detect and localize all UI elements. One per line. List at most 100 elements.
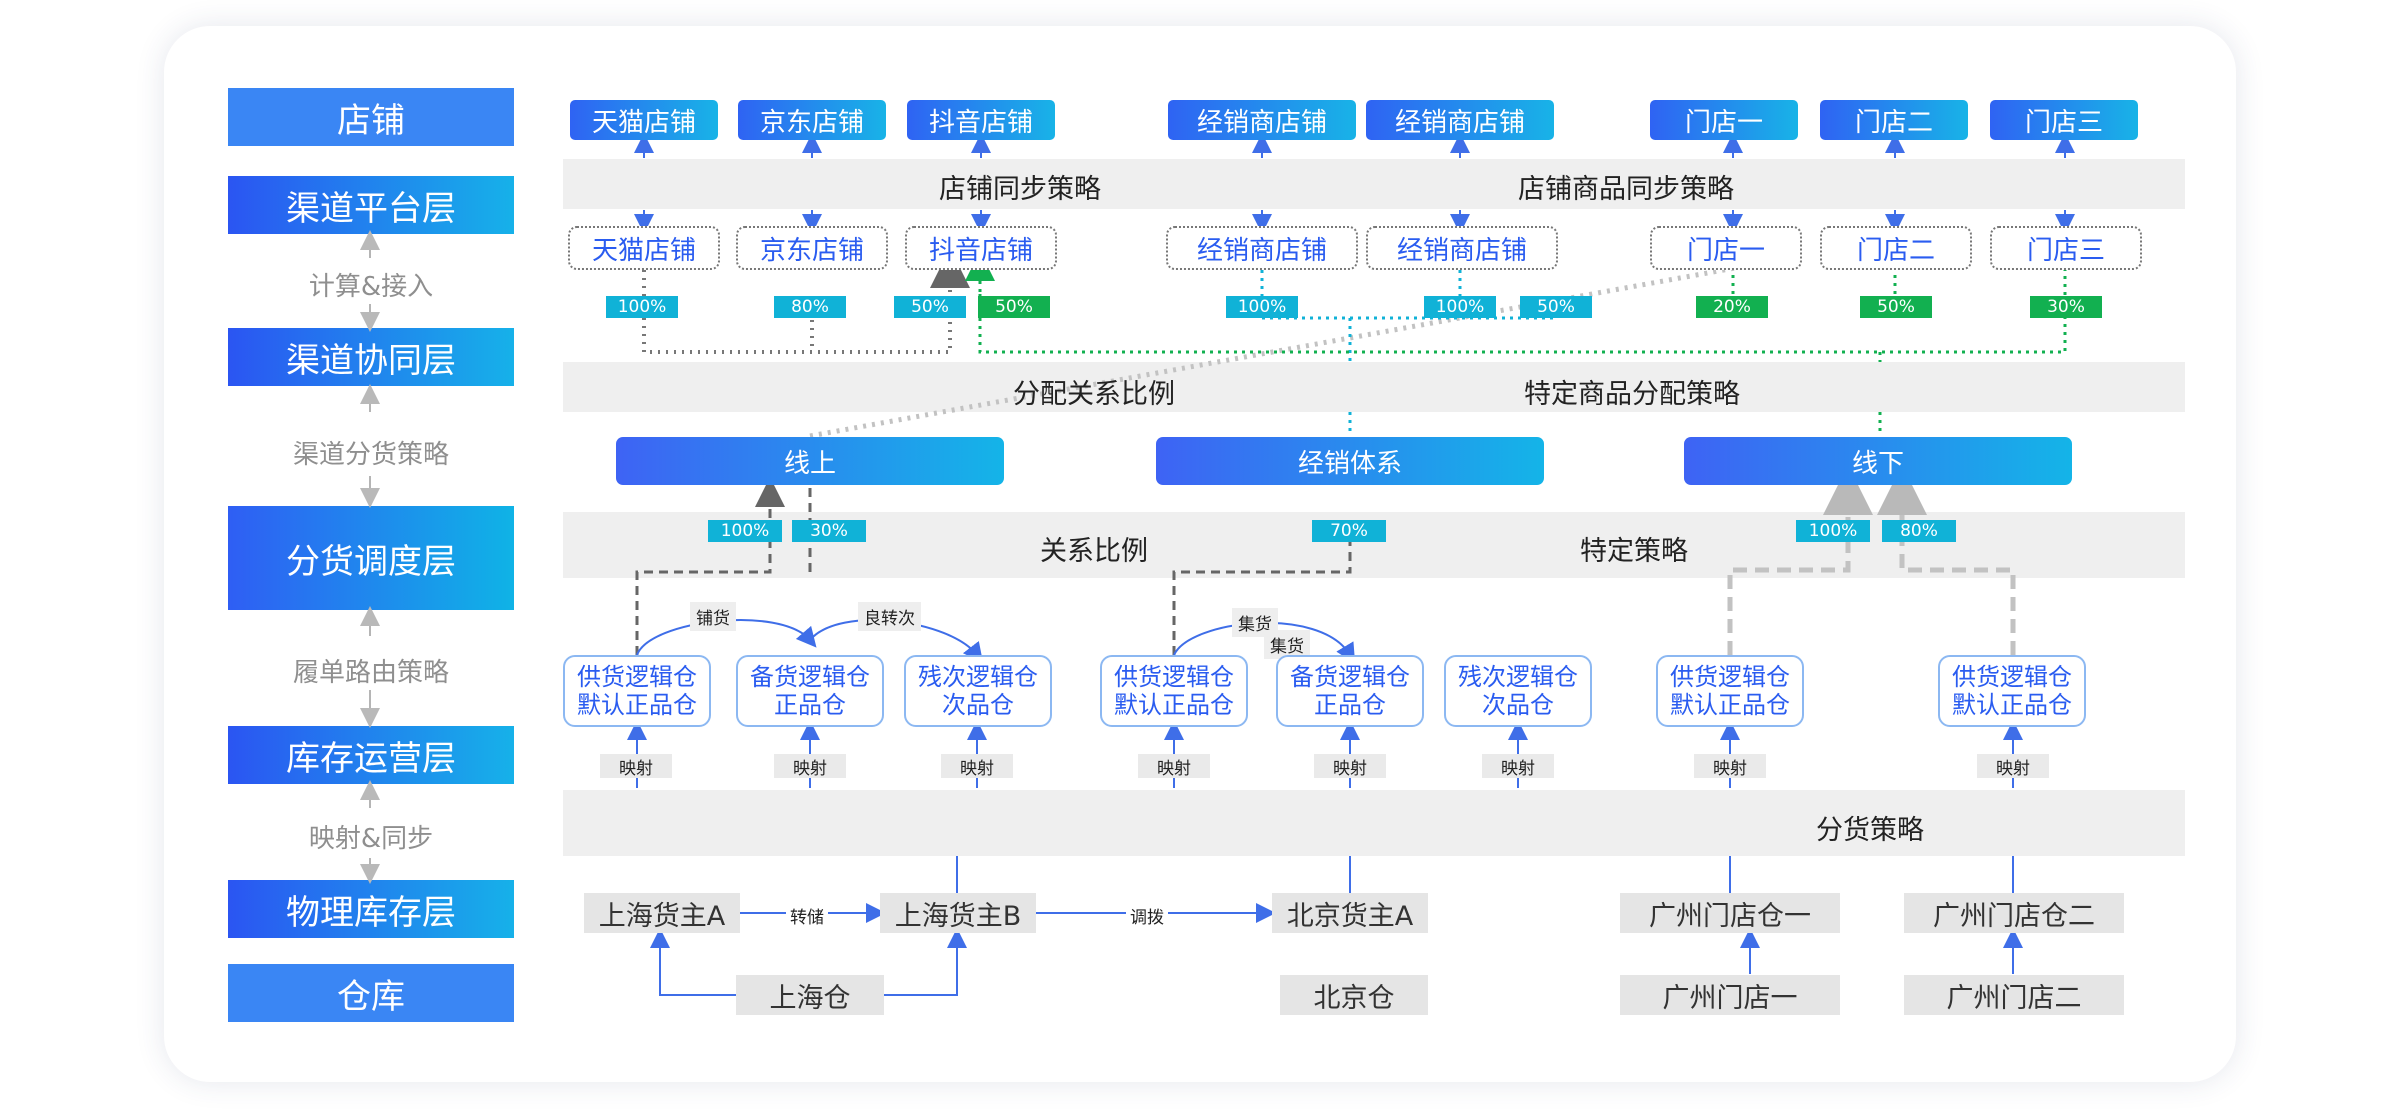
layer-channel-collab: 渠道协同层 <box>228 328 514 386</box>
pct-online-a: 100% <box>708 520 782 542</box>
mapping-label-6: 映射 <box>1482 754 1554 779</box>
top-store-1: 门店一 <box>1650 100 1798 140</box>
platform-store-dealer-2: 经销商店铺 <box>1366 226 1558 270</box>
mapping-label-8: 映射 <box>1977 754 2049 779</box>
platform-store-3: 门店三 <box>1990 226 2142 270</box>
mapping-label-7: 映射 <box>1694 754 1766 779</box>
band-relation-left: 关系比例 <box>1040 536 1148 567</box>
flow-label-allocate: 调拨 <box>1126 903 1168 928</box>
band-relation-right: 特定策略 <box>1580 536 1688 567</box>
pct-offline-a: 100% <box>1796 520 1870 542</box>
pct-dealer-1: 100% <box>1226 296 1298 318</box>
pct-tmall: 100% <box>606 296 678 318</box>
pct-douyin-b: 50% <box>978 296 1050 318</box>
label-map-sync: 映射&同步 <box>308 824 434 854</box>
pct-store-1: 20% <box>1696 296 1768 318</box>
logical-wh-1-line2: 默认正品仓 <box>577 691 697 719</box>
logical-wh-4-line1: 供货逻辑仓 <box>1114 663 1234 691</box>
logical-wh-1: 供货逻辑仓 默认正品仓 <box>563 655 711 727</box>
logical-wh-4-line2: 默认正品仓 <box>1114 691 1234 719</box>
band-store-sync-right: 店铺商品同步策略 <box>1518 174 1734 205</box>
channel-online: 线上 <box>616 437 1004 485</box>
platform-store-douyin: 抖音店铺 <box>905 226 1057 270</box>
pct-store-3: 30% <box>2030 296 2102 318</box>
pct-dealer-2-a: 100% <box>1424 296 1496 318</box>
logical-wh-2-line2: 正品仓 <box>774 691 846 719</box>
owner-beijing-a: 北京货主A <box>1272 893 1428 933</box>
top-store-douyin: 抖音店铺 <box>907 100 1055 140</box>
owner-shanghai-b: 上海货主B <box>880 893 1036 933</box>
band-store-sync-left: 店铺同步策略 <box>939 174 1101 205</box>
mapping-label-4: 映射 <box>1138 754 1210 779</box>
logical-wh-8-line1: 供货逻辑仓 <box>1952 663 2072 691</box>
logical-wh-2: 备货逻辑仓 正品仓 <box>736 655 884 727</box>
logical-wh-7-line2: 默认正品仓 <box>1670 691 1790 719</box>
flow-label-stocking: 铺货 <box>690 602 736 631</box>
logical-wh-5-line2: 正品仓 <box>1314 691 1386 719</box>
platform-store-1: 门店一 <box>1650 226 1802 270</box>
label-calc-access: 计算&接入 <box>308 272 434 302</box>
top-store-3: 门店三 <box>1990 100 2138 140</box>
pct-dealer-2-b: 50% <box>1520 296 1592 318</box>
logical-wh-3-line1: 残次逻辑仓 <box>918 663 1038 691</box>
flow-label-transfer: 转储 <box>786 903 828 928</box>
mapping-label-3: 映射 <box>941 754 1013 779</box>
band-alloc-left: 分配关系比例 <box>1013 379 1175 410</box>
pct-offline-b: 80% <box>1882 520 1956 542</box>
pct-online-b: 30% <box>792 520 866 542</box>
pct-store-2: 50% <box>1860 296 1932 318</box>
layer-channel-platform: 渠道平台层 <box>228 176 514 234</box>
pct-dealer: 70% <box>1312 520 1386 542</box>
logical-wh-7: 供货逻辑仓 默认正品仓 <box>1656 655 1804 727</box>
top-store-tmall: 天猫店铺 <box>570 100 718 140</box>
logical-wh-7-line1: 供货逻辑仓 <box>1670 663 1790 691</box>
platform-store-tmall: 天猫店铺 <box>568 226 720 270</box>
layer-inventory-ops: 库存运营层 <box>228 726 514 784</box>
band-store-sync <box>563 159 2185 209</box>
logical-wh-3-line2: 次品仓 <box>942 691 1014 719</box>
label-order-routing: 履单路由策略 <box>292 658 449 688</box>
logical-wh-2-line1: 备货逻辑仓 <box>750 663 870 691</box>
physical-wh-gz-store-2: 广州门店二 <box>1904 975 2124 1015</box>
channel-offline: 线下 <box>1684 437 2072 485</box>
band-dist <box>563 790 2185 856</box>
channel-dealer: 经销体系 <box>1156 437 1544 485</box>
layer-physical-inventory: 物理库存层 <box>228 880 514 938</box>
logical-wh-6: 残次逻辑仓 次品仓 <box>1444 655 1592 727</box>
band-alloc-right: 特定商品分配策略 <box>1524 379 1740 410</box>
band-alloc <box>563 362 2185 412</box>
physical-wh-beijing: 北京仓 <box>1280 975 1428 1015</box>
logical-wh-8-line2: 默认正品仓 <box>1952 691 2072 719</box>
top-store-dealer-1: 经销商店铺 <box>1168 100 1356 140</box>
logical-wh-6-line1: 残次逻辑仓 <box>1458 663 1578 691</box>
mapping-label-1: 映射 <box>600 754 672 779</box>
logical-wh-4: 供货逻辑仓 默认正品仓 <box>1100 655 1248 727</box>
flow-label-good-to-defect: 良转次 <box>858 602 921 631</box>
logical-wh-6-line2: 次品仓 <box>1482 691 1554 719</box>
top-store-jd: 京东店铺 <box>738 100 886 140</box>
physical-wh-gz-store-1: 广州门店一 <box>1620 975 1840 1015</box>
owner-gz-store-wh-1: 广州门店仓一 <box>1620 893 1840 933</box>
platform-store-2: 门店二 <box>1820 226 1972 270</box>
pct-douyin-a: 50% <box>894 296 966 318</box>
flow-label-gather-b: 集货 <box>1264 630 1310 659</box>
layer-stores: 店铺 <box>228 88 514 146</box>
logical-wh-5: 备货逻辑仓 正品仓 <box>1276 655 1424 727</box>
logical-wh-5-line1: 备货逻辑仓 <box>1290 663 1410 691</box>
physical-wh-shanghai: 上海仓 <box>736 975 884 1015</box>
top-store-dealer-2: 经销商店铺 <box>1366 100 1554 140</box>
owner-shanghai-a: 上海货主A <box>584 893 740 933</box>
platform-store-jd: 京东店铺 <box>736 226 888 270</box>
owner-gz-store-wh-2: 广州门店仓二 <box>1904 893 2124 933</box>
layer-warehouse: 仓库 <box>228 964 514 1022</box>
logical-wh-1-line1: 供货逻辑仓 <box>577 663 697 691</box>
top-store-2: 门店二 <box>1820 100 1968 140</box>
band-dist-text: 分货策略 <box>1816 815 1924 846</box>
platform-store-dealer-1: 经销商店铺 <box>1166 226 1358 270</box>
mapping-label-2: 映射 <box>774 754 846 779</box>
mapping-label-5: 映射 <box>1314 754 1386 779</box>
logical-wh-3: 残次逻辑仓 次品仓 <box>904 655 1052 727</box>
logical-wh-8: 供货逻辑仓 默认正品仓 <box>1938 655 2086 727</box>
layer-dist-schedule: 分货调度层 <box>228 506 514 610</box>
